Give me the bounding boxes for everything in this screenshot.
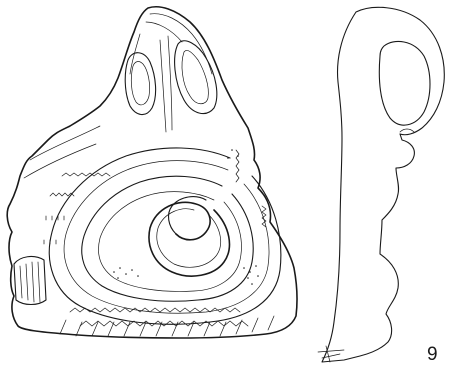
upper-left-loop-inner: [131, 62, 149, 105]
top-ridge-1: [150, 14, 212, 74]
inner-coil: [149, 202, 229, 276]
top-ridge-2: [146, 22, 182, 42]
matrix-stipple: [113, 149, 259, 285]
specimen-drawing: [7, 7, 297, 338]
upper-right-loop-inner: [182, 50, 208, 103]
figure-number: 9: [427, 345, 438, 364]
whorl-ring-4: [99, 192, 242, 292]
fragment-outline: [7, 7, 297, 338]
left-block-hatching: [20, 262, 40, 302]
whorl-ring-2: [64, 161, 269, 314]
cross-section-drawing: [318, 7, 444, 362]
central-line-1: [160, 40, 166, 132]
crenulation-row-bottom: [70, 308, 248, 326]
inner-coil-shadow: [157, 209, 221, 267]
cross-section-base: [318, 346, 344, 362]
cross-section-joint: [400, 129, 414, 132]
cross-section-inner-loop: [379, 41, 430, 125]
whorl-ring-3: [82, 176, 253, 301]
left-block: [14, 257, 46, 305]
shoulder-ridge-2: [24, 144, 96, 178]
shoulder-ridge-1: [30, 126, 100, 160]
central-line-2: [168, 36, 172, 130]
